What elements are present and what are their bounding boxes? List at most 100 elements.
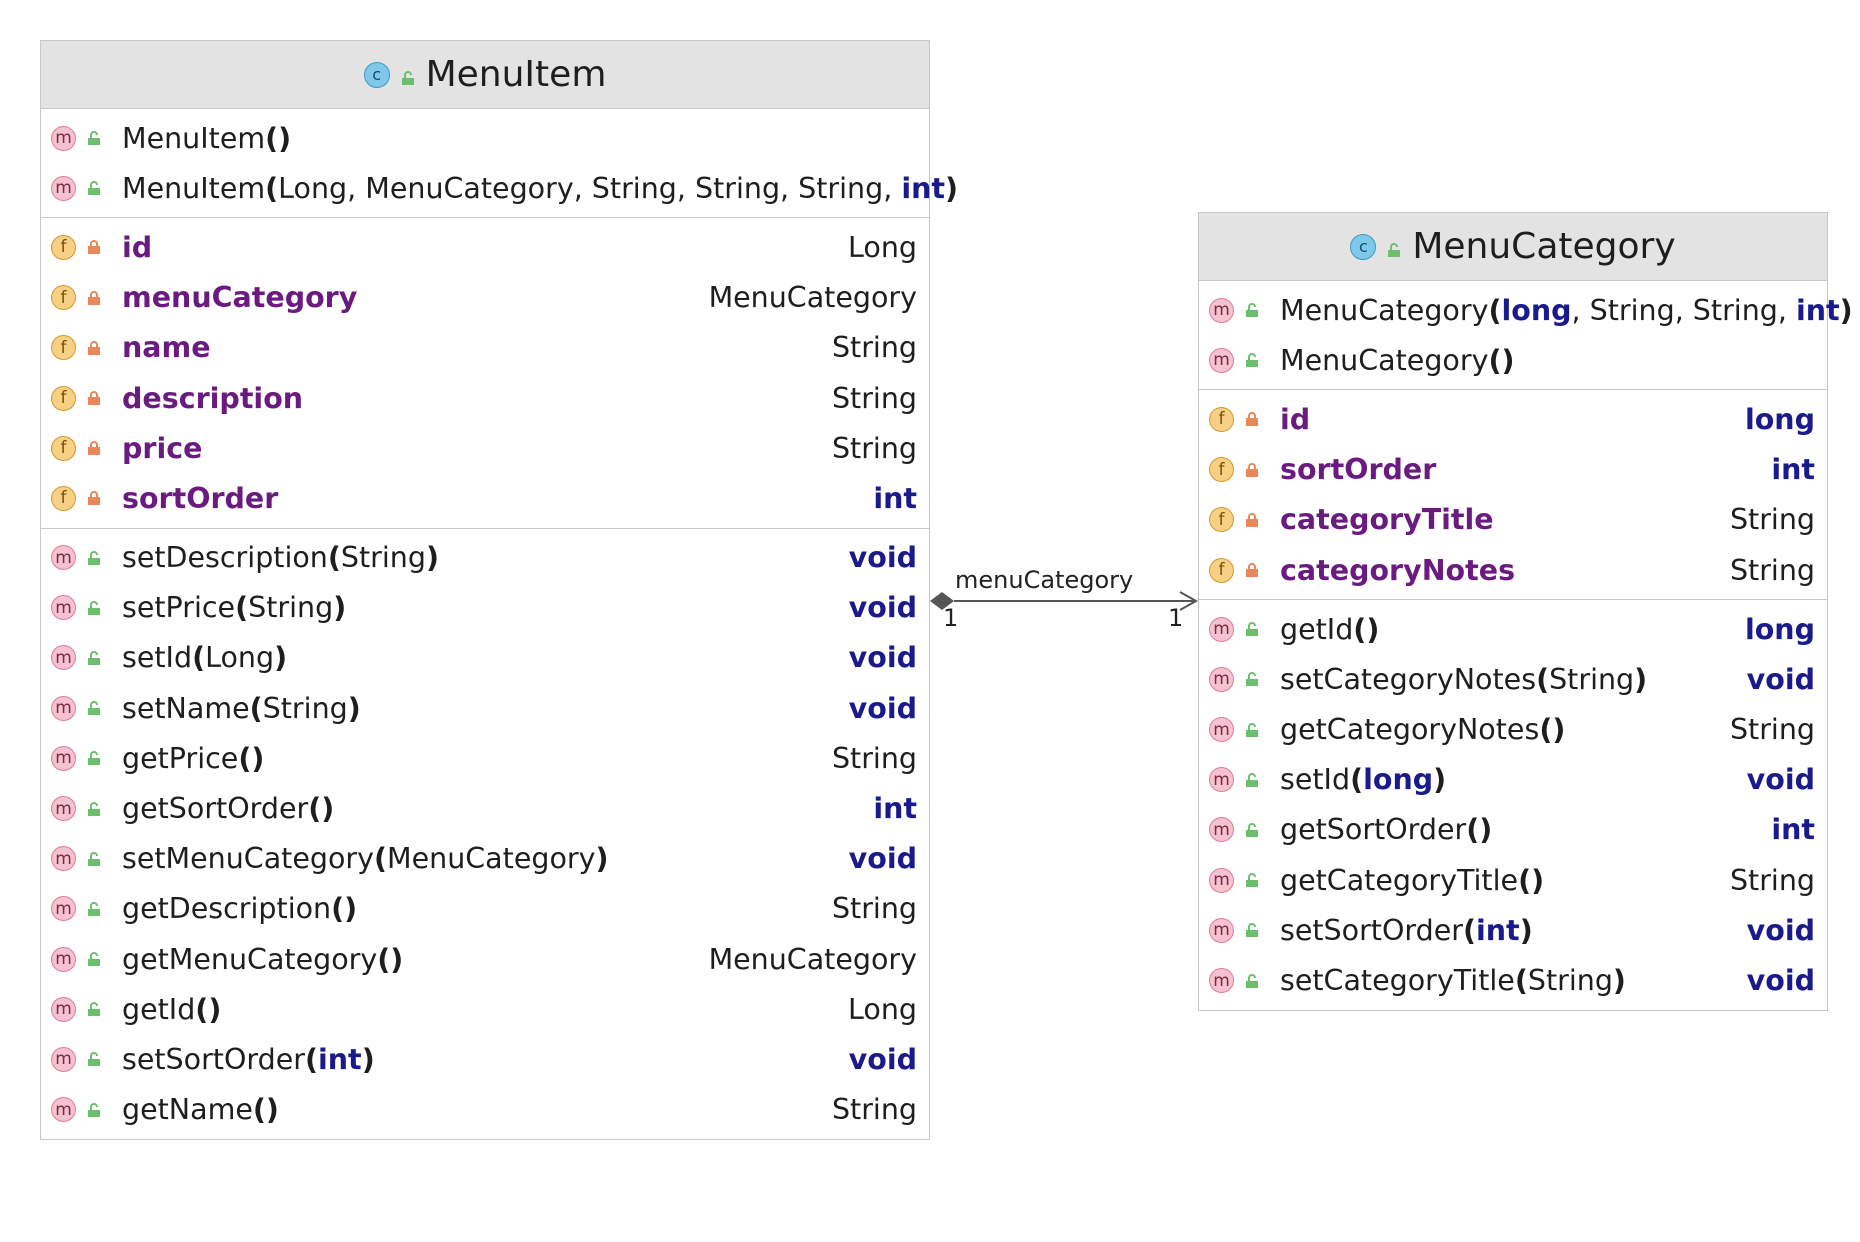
private-lock-icon: [86, 390, 102, 406]
public-visibility-icon: [86, 851, 102, 867]
method-row[interactable]: m MenuCategory(): [1199, 335, 1827, 385]
public-visibility-icon: [86, 750, 102, 766]
return-type: void: [848, 842, 917, 876]
field-icon: f: [1209, 457, 1234, 483]
method-icon: m: [51, 545, 76, 571]
field-type: String: [831, 381, 917, 415]
method-signature: getMenuCategory(): [122, 942, 404, 976]
field-type: int: [1771, 453, 1815, 487]
public-visibility-icon: [86, 700, 102, 716]
field-name: description: [122, 381, 304, 415]
return-type: String: [1729, 863, 1815, 897]
association-label: menuCategory: [955, 566, 1134, 594]
public-visibility-icon: [86, 951, 102, 967]
field-name: name: [122, 331, 211, 365]
public-visibility-icon: [1244, 922, 1260, 938]
public-visibility-icon: [86, 650, 102, 666]
return-type: void: [1746, 964, 1815, 998]
method-icon: m: [51, 896, 76, 922]
return-type: void: [848, 691, 917, 725]
public-visibility-icon: [1244, 872, 1260, 888]
public-visibility-icon: [86, 180, 102, 196]
method-icon: m: [51, 946, 76, 972]
private-lock-icon: [86, 290, 102, 306]
method-row[interactable]: m MenuCategory(long, String, String, int): [1199, 285, 1853, 335]
method-icon: m: [1209, 347, 1234, 373]
method-icon: m: [1209, 717, 1234, 743]
field-icon: f: [51, 335, 76, 361]
private-lock-icon: [86, 490, 102, 506]
field-name: price: [122, 431, 203, 465]
return-type: void: [848, 541, 917, 575]
class-name: MenuCategory: [1412, 226, 1676, 267]
method-signature: MenuItem(): [122, 121, 292, 155]
field-type: long: [1744, 402, 1815, 436]
class-header: c MenuItem: [41, 41, 929, 109]
method-signature: MenuCategory(long, String, String, int): [1280, 293, 1853, 327]
field-row[interactable]: f sortOrder int: [1199, 445, 1827, 495]
field-icon: f: [51, 234, 76, 260]
field-type: MenuCategory: [708, 281, 917, 315]
field-icon: f: [1209, 406, 1234, 432]
method-icon: m: [1209, 297, 1234, 323]
method-icon: m: [1209, 968, 1234, 994]
method-icon: m: [51, 1097, 76, 1123]
target-multiplicity: 1: [1168, 604, 1184, 632]
method-signature: getPrice(): [122, 741, 265, 775]
public-visibility-icon: [1244, 352, 1260, 368]
private-lock-icon: [1244, 562, 1260, 578]
return-type: int: [873, 792, 917, 826]
method-signature: getName(): [122, 1093, 279, 1127]
return-type: void: [848, 591, 917, 625]
public-visibility-icon: [86, 1051, 102, 1067]
method-icon: m: [1209, 616, 1234, 642]
method-signature: getId(): [1280, 612, 1380, 646]
return-type: void: [1746, 662, 1815, 696]
private-lock-icon: [1244, 462, 1260, 478]
public-visibility-icon: [1386, 226, 1402, 267]
method-signature: MenuCategory(): [1280, 343, 1515, 377]
field-type: String: [1729, 503, 1815, 537]
field-name: sortOrder: [1280, 453, 1437, 487]
field-icon: f: [1209, 507, 1234, 533]
return-type: String: [1729, 713, 1815, 747]
field-row[interactable]: f id long: [1199, 394, 1827, 444]
field-name: id: [1280, 402, 1311, 436]
public-visibility-icon: [86, 1001, 102, 1017]
method-signature: setSortOrder(int): [122, 1042, 375, 1076]
public-visibility-icon: [1244, 621, 1260, 637]
